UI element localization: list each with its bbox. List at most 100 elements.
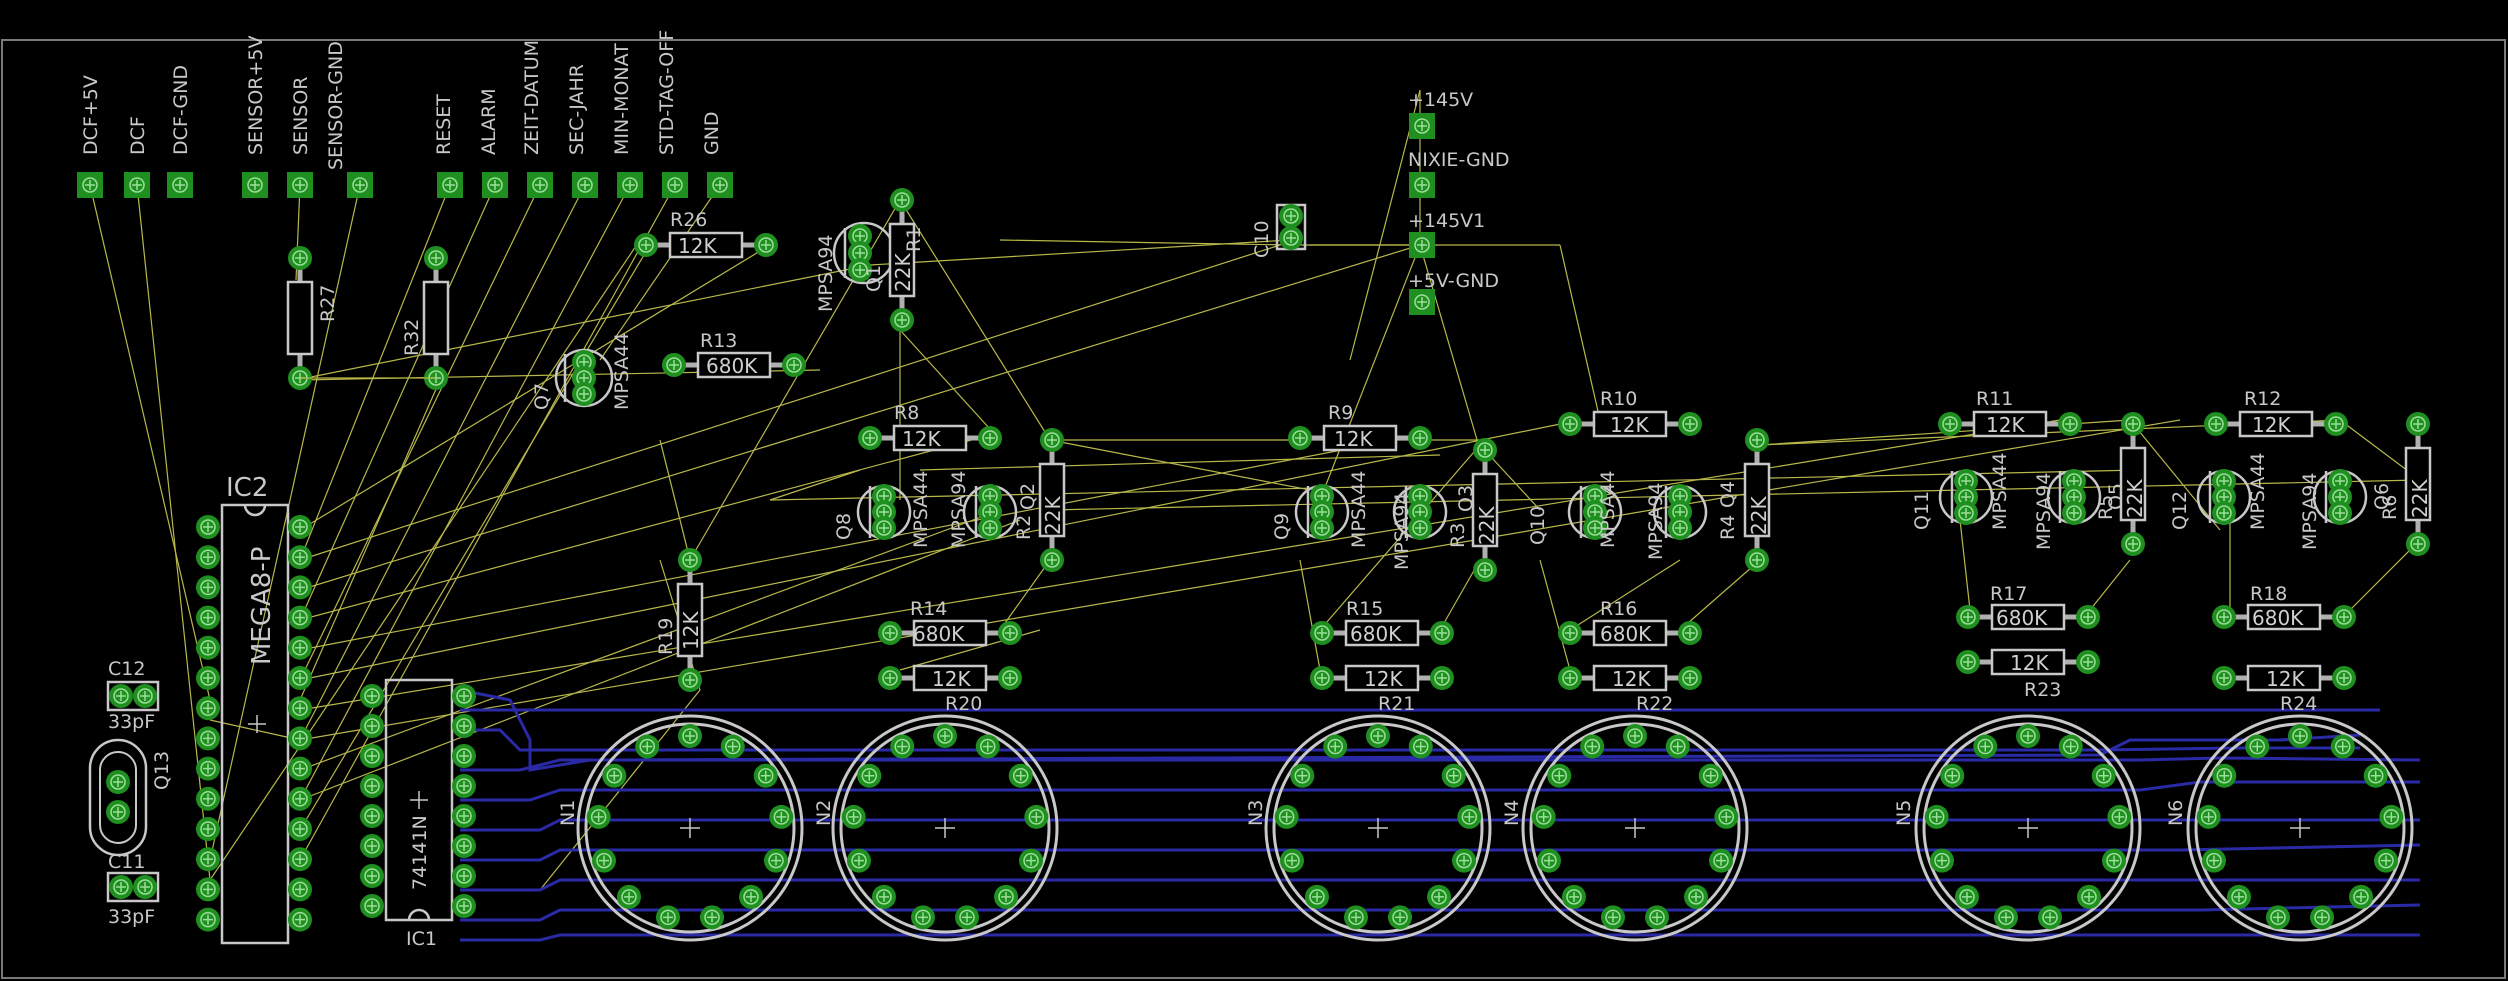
r2-label: R2 <box>1013 515 1035 540</box>
nixie-tube-n6 <box>2186 714 2414 942</box>
n6-label: N6 <box>2165 800 2187 826</box>
crystal-q13: Q13 <box>88 738 173 857</box>
transistor-q6: MPSA94 Q6 <box>2299 469 2393 550</box>
q8-value: MPSA44 <box>910 471 932 548</box>
tube-pin <box>752 762 779 789</box>
r24-label: R24 <box>2280 693 2317 715</box>
ic2-pin <box>287 574 313 601</box>
tube-pin <box>1322 733 1348 760</box>
resistor-r27: R27 <box>288 246 339 390</box>
c11-label: C11 <box>108 851 145 873</box>
q7-label: Q7 <box>531 383 553 410</box>
r27-label: R27 <box>317 285 339 322</box>
ic2-pin <box>287 544 313 570</box>
resistor-r9: R9 12K <box>1288 402 1432 451</box>
tube-pin <box>2265 904 2291 931</box>
tube-pin <box>1343 904 1369 931</box>
tube-pin <box>677 723 703 749</box>
q7-value: MPSA44 <box>611 333 633 410</box>
ic2-pin <box>195 786 221 812</box>
q2-label: Q2 <box>1017 483 1039 510</box>
transistor-q3: MPSA94 Q3 <box>1391 484 1477 570</box>
tube-center-mark <box>935 818 955 838</box>
connector-reset: RESET <box>433 94 464 199</box>
r2-value: 22K <box>1041 496 1065 535</box>
connector-dcf-5v: DCF+5V <box>76 75 104 199</box>
r5-value: 22K <box>2123 479 2147 518</box>
r20-value: 12K <box>932 667 971 691</box>
header-connectors: DCF+5V DCF DCF-GND SENSOR+5V SENSOR SENS… <box>76 30 734 199</box>
resistor-r3: 22K R3 <box>1447 438 1499 582</box>
ic2-pin <box>195 725 221 752</box>
nixie-tube-n5 <box>1914 714 2142 942</box>
connector-label: SENSOR+5V <box>245 35 267 155</box>
resistor-r12: R12 12K <box>2204 388 2348 437</box>
tube-pin <box>993 884 1019 910</box>
tube-pin <box>1708 847 1734 874</box>
r1-value: 22K <box>891 253 915 292</box>
r3-value: 22K <box>1475 506 1499 545</box>
nixie-tubes: N1 N2 N3 N4 N5 N6 <box>557 714 2414 942</box>
tube-pin <box>871 884 897 910</box>
tube-pin <box>1536 847 1562 874</box>
connector-label: +145V1 <box>1408 210 1485 232</box>
r4-value: 22K <box>1747 496 1771 535</box>
r14-label: R14 <box>910 598 947 620</box>
board-outline <box>1 39 2506 979</box>
ic2-pin <box>287 635 313 661</box>
r6-label: R6 <box>2379 495 2401 520</box>
r16-value: 680K <box>1600 622 1652 646</box>
tube-pin <box>1622 723 1648 749</box>
q5-value: MPSA94 <box>2033 473 2055 550</box>
r6-value: 22K <box>2408 479 2432 518</box>
tube-pin <box>2201 847 2227 874</box>
connector-dcf: DCF <box>123 116 151 199</box>
tube-pin <box>2015 723 2041 749</box>
tube-pin <box>1387 904 1413 931</box>
q11-label: Q11 <box>1911 491 1933 530</box>
r19-label: R19 <box>655 618 677 655</box>
tube-ring <box>1264 714 1492 942</box>
ic1-pin <box>451 893 477 919</box>
r32-label: R32 <box>401 319 423 356</box>
r8-value: 12K <box>902 427 941 451</box>
resistor-r21: 12K R21 <box>1310 666 1454 715</box>
resistor-r15: R15 680K <box>1310 598 1454 646</box>
tube-pin <box>1954 884 1980 910</box>
tube-ring <box>831 714 1059 942</box>
ic2-pin <box>195 695 221 721</box>
ic1-pin <box>359 683 385 709</box>
tube-pin <box>634 733 660 760</box>
q9-value: MPSA44 <box>1348 471 1370 548</box>
connector-label: GND <box>701 111 723 155</box>
tube-pin <box>1365 723 1391 749</box>
tube-pin <box>1923 804 1950 830</box>
ic2-mega8: IC2 MEGA8-P <box>195 473 313 945</box>
tube-pin <box>768 804 795 830</box>
n2-label: N2 <box>813 800 835 826</box>
q9-label: Q9 <box>1271 513 1293 540</box>
q12-label: Q12 <box>2169 491 2191 530</box>
tube-pin <box>1561 884 1587 910</box>
transistor-q8: Q8 MPSA44 <box>833 471 932 548</box>
ic2-pin <box>287 906 313 933</box>
tube-ring <box>1914 714 2142 942</box>
tube-pin <box>2373 847 2399 874</box>
tube-pin <box>2287 723 2313 749</box>
r22-label: R22 <box>1636 693 1673 715</box>
r20-label: R20 <box>945 693 982 715</box>
tube-pin <box>1579 733 1605 760</box>
transistor-q4: MPSA94 Q4 <box>1645 481 1739 560</box>
resistor-r32: R32 <box>401 246 448 390</box>
q10-value: MPSA44 <box>1597 471 1619 548</box>
ic1-pin <box>451 863 477 889</box>
q3-label: Q3 <box>1455 485 1477 512</box>
tube-pin <box>2211 762 2238 789</box>
q3-value: MPSA94 <box>1391 493 1413 570</box>
resistor-r26: R26 12K <box>634 209 778 258</box>
tube-pin <box>2090 762 2117 789</box>
ic1-pin <box>359 893 385 919</box>
tube-pin <box>975 733 1001 760</box>
resistor-r5: 22K R5 <box>2095 412 2147 556</box>
